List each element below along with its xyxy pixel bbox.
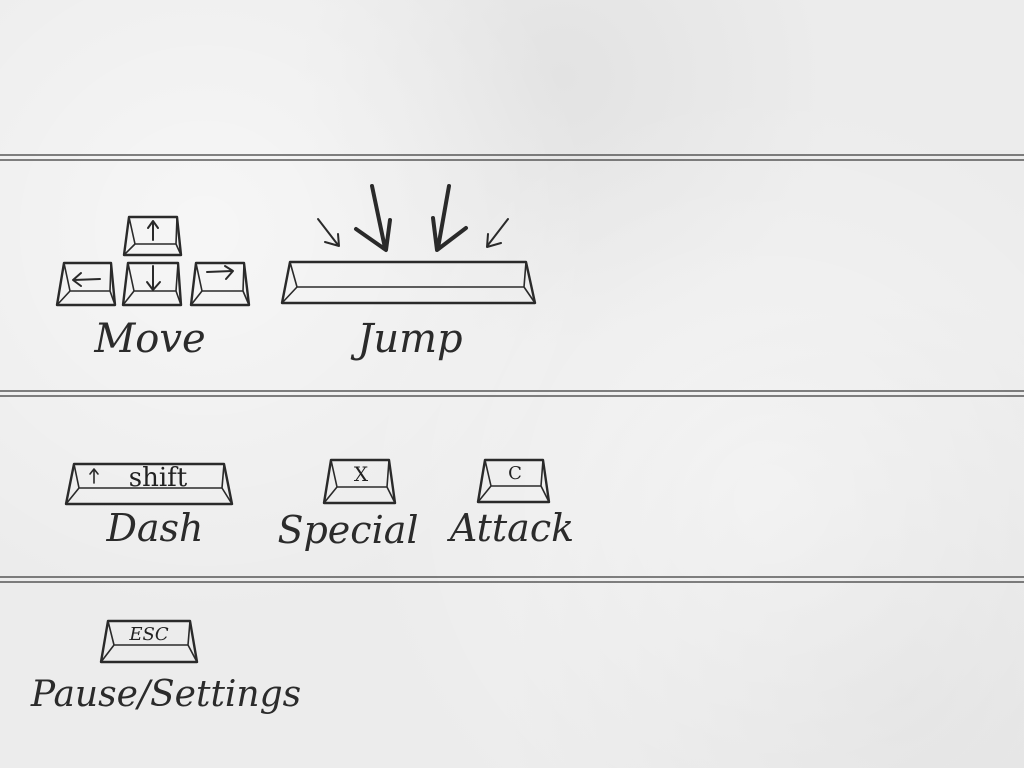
esc-key-label: ESC	[128, 624, 168, 645]
shift-key-label: shift	[129, 463, 188, 493]
x-key-label: X	[354, 462, 369, 486]
pause-key: ESC Pause/Settings	[30, 619, 301, 715]
attack-label: Attack	[447, 506, 574, 550]
attack-key: C Attack	[447, 458, 574, 550]
right-arrow-icon	[206, 265, 234, 280]
special-key: X Special	[277, 458, 419, 552]
jump-key: Jump	[280, 184, 537, 362]
impact-arrows-icon	[317, 184, 509, 252]
special-label: Special	[277, 508, 418, 552]
shift-arrow-icon	[89, 468, 99, 484]
move-keys: Move	[55, 215, 251, 362]
divider-bottom	[0, 576, 1024, 583]
up-arrow-key	[122, 215, 183, 257]
down-arrow-icon	[146, 265, 161, 291]
left-arrow-icon	[72, 272, 101, 287]
move-label: Move	[93, 316, 205, 362]
dash-label: Dash	[105, 506, 203, 550]
left-arrow-key	[55, 261, 117, 307]
up-arrow-icon	[147, 220, 159, 241]
down-arrow-key	[121, 261, 183, 307]
pause-settings-label: Pause/Settings	[30, 674, 301, 715]
divider-top	[0, 154, 1024, 161]
right-arrow-key	[189, 261, 251, 307]
divider-middle	[0, 390, 1024, 397]
jump-label: Jump	[350, 316, 462, 362]
c-key-label: C	[508, 463, 522, 484]
dash-key: shift Dash	[64, 462, 234, 550]
